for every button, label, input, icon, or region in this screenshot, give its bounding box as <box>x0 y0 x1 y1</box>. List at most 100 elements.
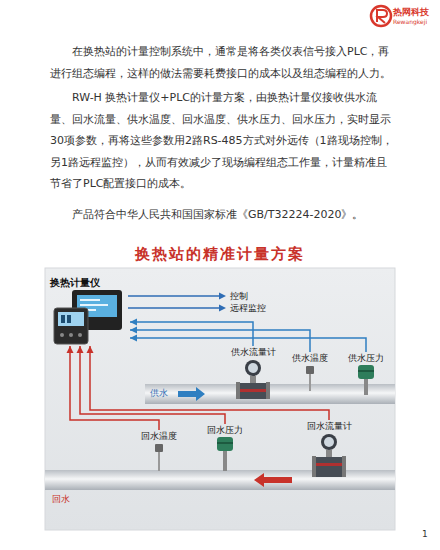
pressure-transmitter-picture <box>358 365 374 379</box>
temperature-sensor-picture <box>309 374 311 391</box>
temperature-sensor-picture <box>288 365 332 391</box>
control-arrow <box>128 293 226 300</box>
logo-subtext: Rewangkeji <box>393 18 427 26</box>
pressure-transmitter-picture <box>343 365 389 395</box>
arrowhead <box>87 346 94 353</box>
pressure-transmitter: 回水压力 <box>200 424 250 471</box>
body-paragraph: 在换热站的计量控制系统中，通常是将各类仪表信号接入PLC，再进行组态编程，这样的… <box>50 41 395 84</box>
temperature-sensor-label: 供水温度 <box>286 352 334 365</box>
connector-line <box>70 346 159 430</box>
heat-meter-picture <box>58 312 84 326</box>
flow-meter-label: 回水流量计 <box>298 420 360 433</box>
control-arrow <box>219 293 226 300</box>
flow-meter-picture <box>316 463 342 466</box>
return-pipe <box>254 473 292 487</box>
heat-meter-picture <box>60 333 64 337</box>
connector <box>130 327 310 353</box>
pressure-transmitter-picture <box>364 379 368 395</box>
heat-meter-picture <box>80 299 100 301</box>
heat-meter-picture <box>54 308 88 344</box>
pressure-transmitter-picture <box>217 442 233 444</box>
remote-arrow <box>128 305 226 312</box>
heat-meter-picture <box>69 333 73 337</box>
pressure-transmitter-label: 供水压力 <box>340 352 392 365</box>
heat-meter: 换热计量仪 <box>50 276 130 346</box>
heat-meter-picture <box>67 315 71 323</box>
flow-meter-picture <box>250 376 256 383</box>
flow-meter: 回水流量计 <box>298 420 360 477</box>
body-paragraph: RW-H 换热计量仪+PLC的计量方案，由换热计量仪接收供水流量、回水流量、供水… <box>50 87 395 195</box>
flow-meter-picture <box>312 456 316 477</box>
pressure-transmitter: 供水压力 <box>340 352 392 395</box>
heat-meter-label: 换热计量仪 <box>50 276 130 290</box>
logo-icon <box>377 10 387 23</box>
flow-meter-picture <box>300 433 358 477</box>
pressure-transmitter-picture <box>202 437 248 471</box>
connector <box>77 346 226 424</box>
pressure-transmitter-label: 回水压力 <box>200 424 250 437</box>
flow-meter-picture <box>326 450 332 457</box>
flow-meter-picture <box>324 437 334 447</box>
arrowhead <box>67 346 74 353</box>
temperature-sensor-label: 回水温度 <box>134 430 184 443</box>
arrowhead <box>130 319 137 326</box>
flow-meter-picture <box>240 389 266 392</box>
flow-meter-picture <box>298 433 360 477</box>
pressure-transmitter-picture <box>217 437 233 451</box>
temperature-sensor-picture <box>158 452 160 471</box>
pipe-label: 供水 <box>150 387 168 400</box>
arrowhead <box>77 346 84 353</box>
connector <box>130 319 253 347</box>
arrowhead <box>130 335 137 342</box>
flow-meter-picture <box>248 363 258 373</box>
output-label: 控制 <box>230 289 248 303</box>
temperature-sensor-picture <box>137 443 181 471</box>
supply-pipe <box>178 387 205 401</box>
logo-text: 热网科技 <box>393 6 429 18</box>
heat-meter-picture <box>80 304 108 306</box>
flow-meter-picture <box>321 434 337 450</box>
heat-meter-picture <box>78 333 82 337</box>
heat-meter-picture <box>50 290 130 346</box>
pressure-transmitter-picture <box>358 370 374 372</box>
diagram-panel <box>45 268 395 530</box>
control-arrow <box>128 295 220 297</box>
flow-meter-picture <box>245 360 261 376</box>
flow-meter-label: 供水流量计 <box>222 346 284 359</box>
flow-meter-picture <box>342 456 346 477</box>
flow-meter-picture <box>224 359 282 399</box>
logo-icon <box>371 6 391 26</box>
page-title: 换热站的精准计量方案 <box>0 245 440 264</box>
temperature-sensor-picture <box>286 365 334 391</box>
heat-meter-picture <box>50 290 126 346</box>
temperature-sensor-picture <box>306 366 314 374</box>
output-label: 远程监控 <box>230 301 266 315</box>
flow-meter-picture <box>240 383 266 399</box>
arrowhead <box>130 327 137 334</box>
heat-meter-picture <box>61 315 65 323</box>
connector-line <box>80 346 225 424</box>
remote-arrow <box>128 307 220 309</box>
logo-icon <box>371 6 391 26</box>
temperature-sensor: 回水温度 <box>134 430 184 471</box>
page-number: 1 <box>422 528 428 540</box>
flow-meter-picture <box>316 457 342 477</box>
temperature-sensor-picture <box>134 443 184 471</box>
flow-meter: 供水流量计 <box>222 346 284 399</box>
body-paragraph: 产品符合中华人民共和国国家标准《GB/T32224-2020》。 <box>50 204 395 226</box>
connector-line <box>130 330 310 352</box>
temperature-sensor: 供水温度 <box>286 352 334 391</box>
pipe-label: 回水 <box>52 493 70 506</box>
remote-arrow <box>219 305 226 312</box>
pressure-transmitter-picture <box>200 437 250 471</box>
flow-meter-picture <box>236 382 240 399</box>
flow-meter-picture <box>222 359 284 399</box>
flow-meter-picture <box>266 382 270 399</box>
pressure-transmitter-picture <box>223 451 227 471</box>
connector-line <box>130 322 253 346</box>
pressure-transmitter-picture <box>340 365 392 395</box>
temperature-sensor-picture <box>155 444 163 452</box>
